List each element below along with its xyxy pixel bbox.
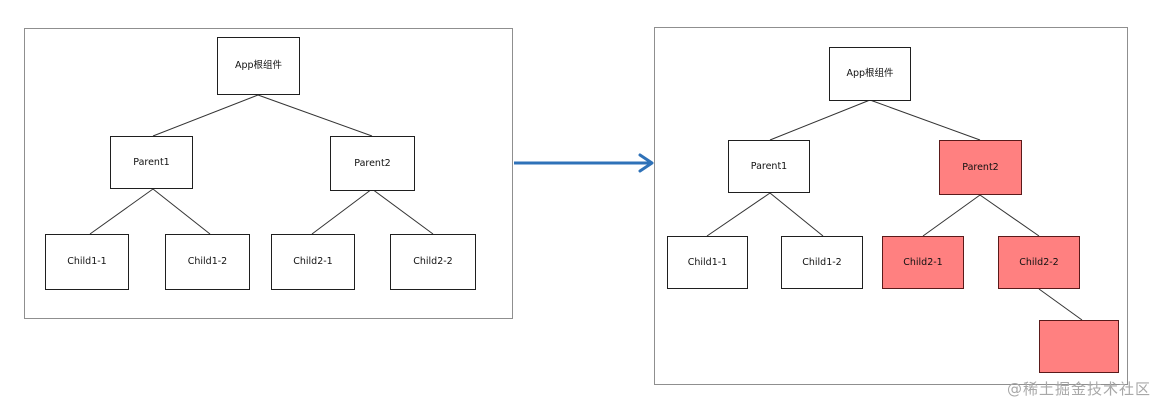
node-left-child1-2: Child1-2 — [165, 234, 250, 290]
node-right-child1-2: Child1-2 — [781, 236, 863, 289]
node-right-parent1: Parent1 — [728, 140, 810, 193]
transition-arrow — [514, 153, 654, 173]
node-left-child1-1: Child1-1 — [45, 234, 129, 290]
node-right-parent2-updated: Parent2 — [939, 140, 1022, 195]
node-left-child2-2: Child2-2 — [390, 234, 476, 290]
node-left-child2-1: Child2-1 — [271, 234, 355, 290]
node-right-root: App根组件 — [829, 47, 911, 101]
node-right-child1-1: Child1-1 — [667, 236, 748, 289]
node-left-parent1: Parent1 — [110, 136, 193, 189]
node-left-root: App根组件 — [217, 37, 300, 95]
node-right-new-child — [1039, 320, 1119, 373]
node-right-child2-2-updated: Child2-2 — [998, 236, 1080, 289]
node-left-parent2: Parent2 — [330, 136, 415, 191]
watermark-text: @稀土掘金技术社区 — [1006, 380, 1151, 398]
node-right-child2-1-updated: Child2-1 — [882, 236, 964, 289]
